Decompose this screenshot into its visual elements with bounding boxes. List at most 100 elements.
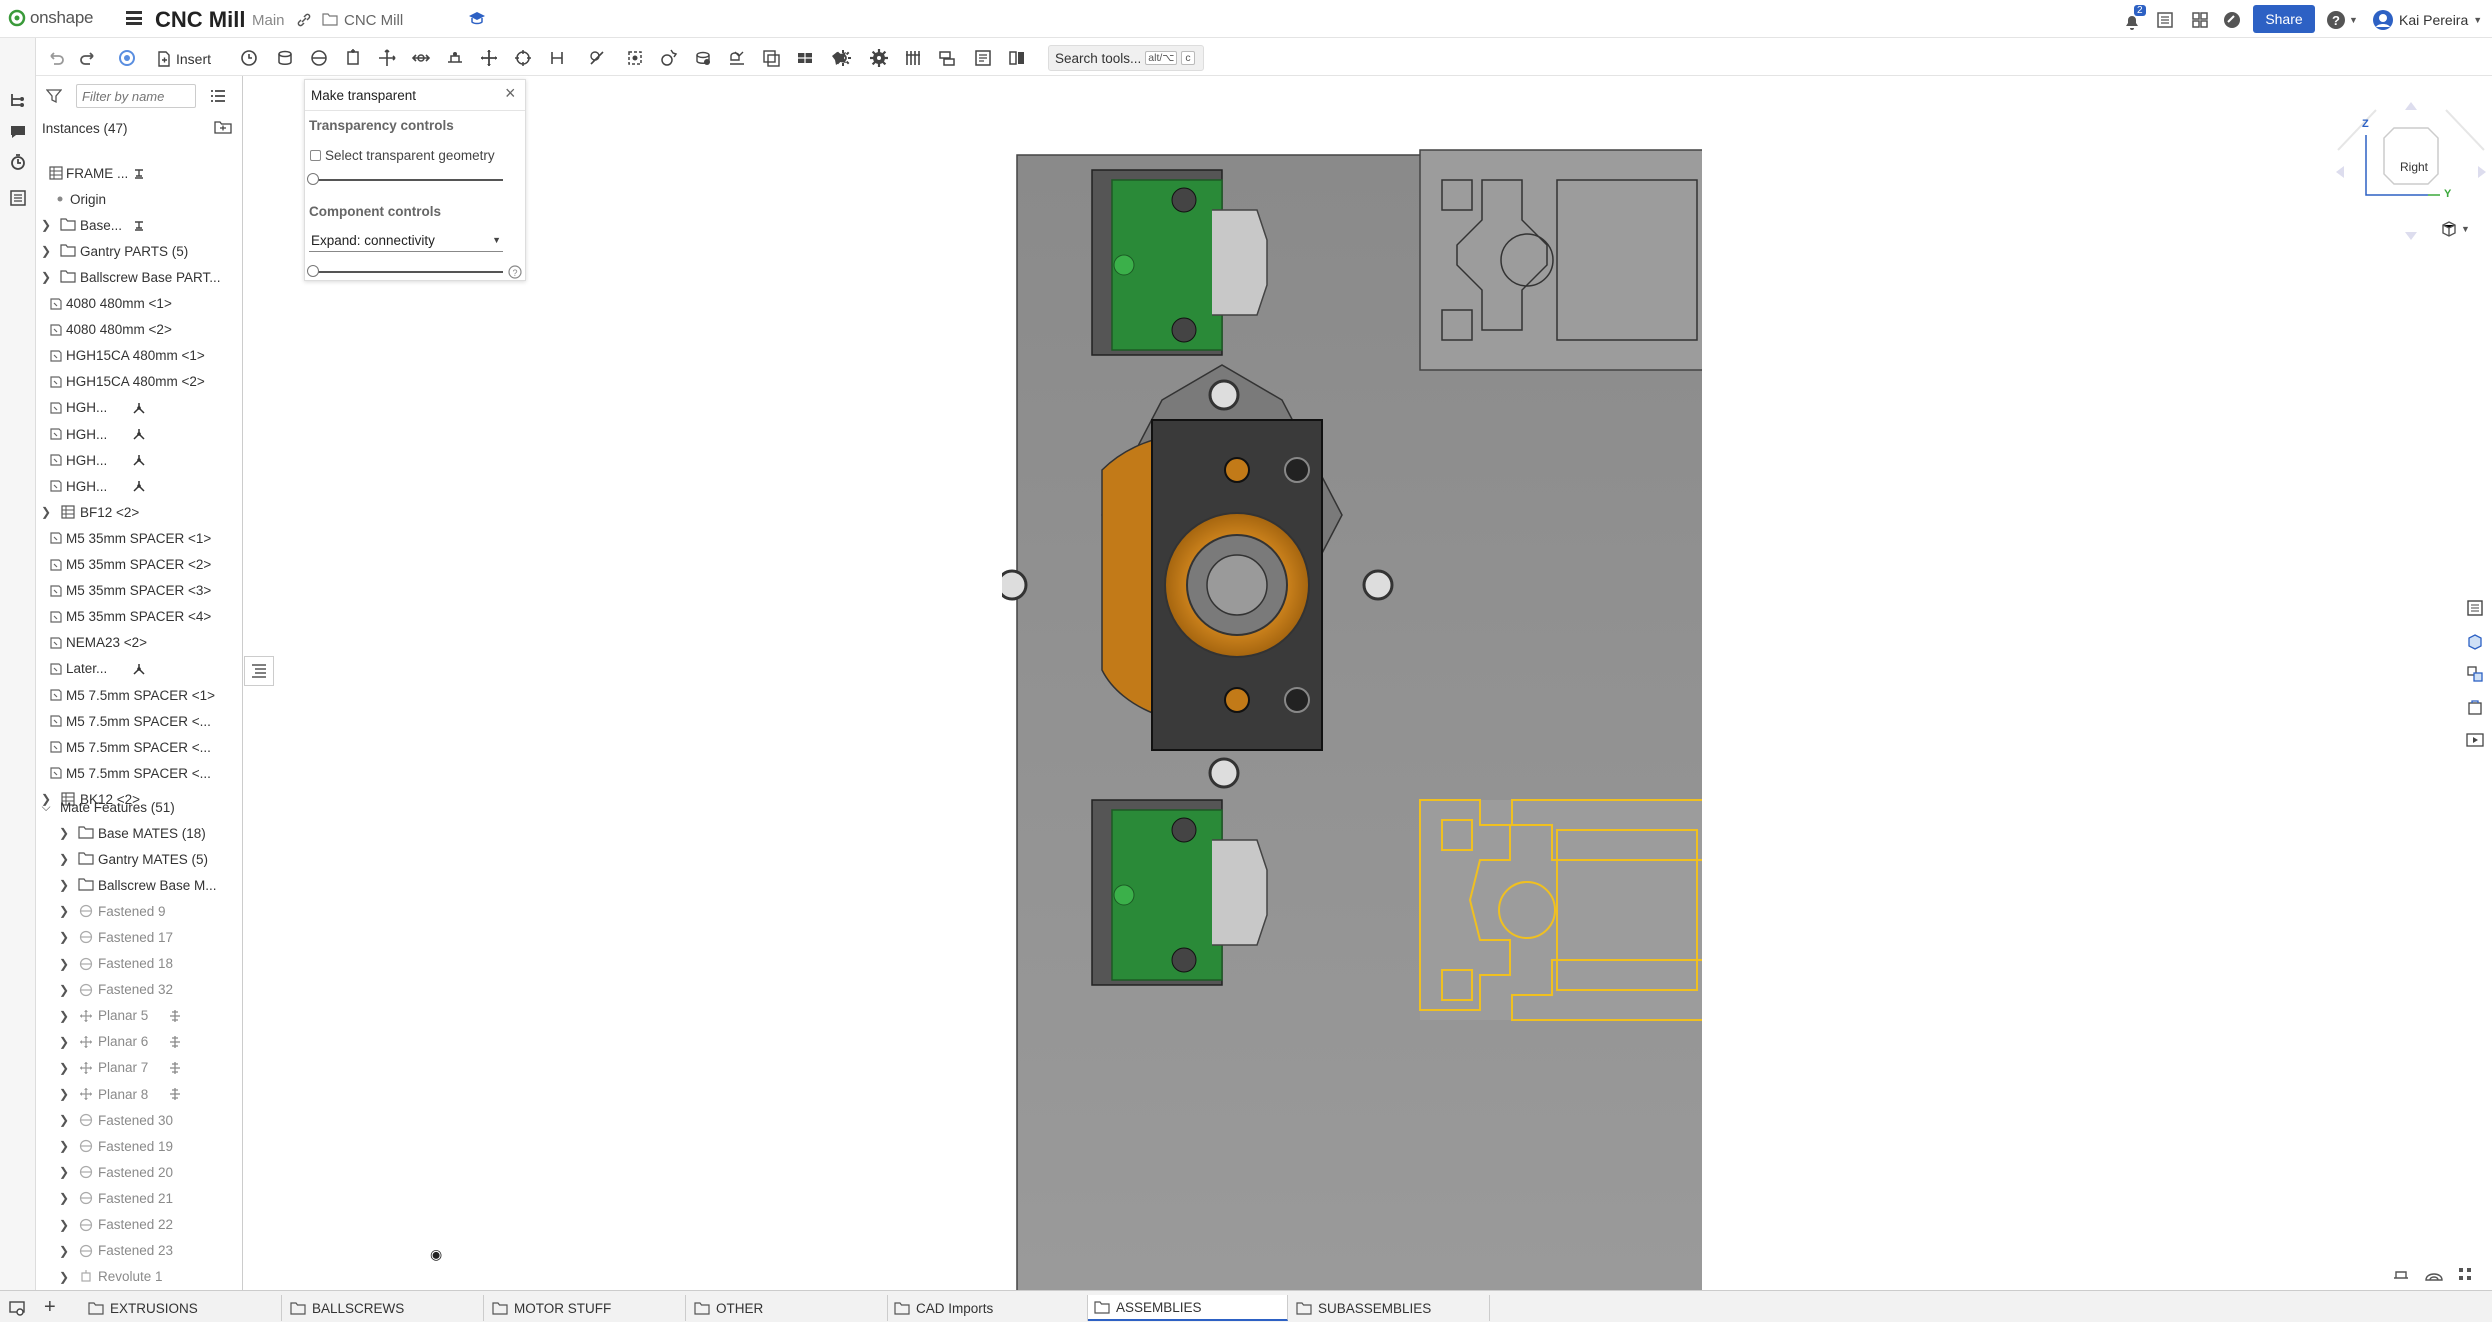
history-toggle[interactable] (6, 150, 30, 174)
feature-list-toggle[interactable] (244, 656, 274, 686)
tree-item[interactable]: HGH... (36, 448, 242, 472)
tree-item[interactable]: M5 7.5mm SPACER <... (36, 735, 242, 759)
mate-item[interactable]: ❯Fastened 32 (36, 978, 242, 1002)
hamburger-menu-icon[interactable] (126, 11, 142, 25)
mate-connector-button[interactable] (622, 46, 648, 70)
linear-relation-button[interactable] (792, 46, 818, 70)
tree-item[interactable]: HGH15CA 480mm <2> (36, 370, 242, 394)
tab-subassemblies[interactable]: SUBASSEMBLIES (1290, 1295, 1490, 1321)
named-views-button[interactable] (1004, 46, 1030, 70)
tree-item[interactable]: 4080 480mm <1> (36, 292, 242, 316)
chevron-right-icon[interactable]: ❯ (58, 1217, 70, 1232)
extrusion-top[interactable] (1419, 149, 1702, 371)
new-folder-icon[interactable] (214, 120, 232, 134)
chevron-right-icon[interactable]: ❯ (40, 244, 52, 259)
linear-block-top[interactable] (1091, 169, 1268, 356)
parallel-mate-button[interactable] (544, 46, 570, 70)
tree-item[interactable]: HGH... (36, 422, 242, 446)
onshape-logo[interactable]: onshape (8, 8, 93, 28)
revolute-mate-button[interactable] (340, 46, 366, 70)
notifications-button[interactable]: 2 (2122, 5, 2146, 32)
help-menu[interactable]: ? ▼ (2326, 10, 2358, 30)
tree-item[interactable]: M5 35mm SPACER <3> (36, 579, 242, 603)
chevron-right-icon[interactable]: ❯ (58, 982, 70, 997)
tab-ballscrews[interactable]: BALLSCREWS (284, 1295, 484, 1321)
chevron-right-icon[interactable]: ❯ (58, 1139, 70, 1154)
bom-button[interactable] (970, 46, 996, 70)
tree-item[interactable]: ❯Ballscrew Base PART... (36, 265, 242, 289)
section-view-icon[interactable] (2392, 1266, 2410, 1282)
chevron-right-icon[interactable]: ❯ (58, 1269, 70, 1284)
tree-item[interactable]: HGH... (36, 396, 242, 420)
tree-item[interactable]: M5 7.5mm SPACER <1> (36, 683, 242, 707)
mate-item[interactable]: ❯Fastened 18 (36, 952, 242, 976)
tab-manager-icon[interactable] (8, 1299, 26, 1317)
slider-mate-button[interactable] (374, 46, 400, 70)
tree-item[interactable]: ❯BK12 <2> (36, 787, 242, 811)
add-tab-button[interactable]: + (44, 1296, 56, 1318)
chevron-right-icon[interactable]: ❯ (58, 956, 70, 971)
replicate-button[interactable] (272, 46, 298, 70)
motion-solo-button[interactable] (866, 46, 892, 70)
chevron-right-icon[interactable]: ❯ (58, 1165, 70, 1180)
folder-breadcrumb[interactable]: CNC Mill (344, 12, 404, 29)
rack-pinion-button[interactable] (724, 46, 750, 70)
bearing-block[interactable] (1002, 364, 1394, 789)
tree-item[interactable]: ❯BF12 <2> (36, 500, 242, 524)
tangent-mate-button[interactable] (584, 46, 610, 70)
tab-extrusions[interactable]: EXTRUSIONS (82, 1295, 282, 1321)
mate-item[interactable]: ❯Planar 5 (36, 1004, 242, 1028)
chevron-right-icon[interactable]: ❯ (40, 505, 52, 520)
planar-mate-button[interactable] (476, 46, 502, 70)
tree-item[interactable]: M5 35mm SPACER <4> (36, 605, 242, 629)
view-cube[interactable]: Right Z Y (2336, 90, 2486, 240)
graphics-viewport[interactable]: Make transparent × Transparency controls… (244, 76, 2492, 1290)
filter-input[interactable] (76, 84, 196, 108)
tree-item[interactable]: M5 7.5mm SPACER <... (36, 761, 242, 785)
tree-item[interactable]: FRAME ... (36, 161, 242, 185)
mate-item[interactable]: ❯Gantry MATES (5) (36, 847, 242, 871)
expand-slider[interactable] (307, 265, 503, 277)
appearance-panel-toggle[interactable] (2463, 630, 2487, 654)
gear-solo-button[interactable] (830, 46, 856, 70)
chevron-down-icon[interactable]: ⌵ (41, 799, 51, 814)
chevron-right-icon[interactable]: ❯ (58, 1087, 70, 1101)
history-button[interactable] (236, 46, 262, 70)
ball-mate-button[interactable] (510, 46, 536, 70)
select-transparent-checkbox[interactable] (310, 150, 321, 161)
chevron-right-icon[interactable]: ❯ (58, 1060, 70, 1075)
insert-button[interactable]: Insert (156, 48, 211, 70)
app-store-icon[interactable] (2190, 10, 2210, 30)
branch-label[interactable]: Main (252, 12, 285, 29)
chevron-right-icon[interactable]: ❯ (58, 826, 70, 840)
chevron-right-icon[interactable]: ❯ (58, 904, 70, 919)
tab-assemblies[interactable]: ASSEMBLIES (1088, 1295, 1288, 1321)
synced-button[interactable] (114, 46, 140, 70)
mate-item[interactable]: ❯Fastened 19 (36, 1134, 242, 1158)
mate-item[interactable]: ❯Base MATES (18) (36, 821, 242, 845)
tree-item[interactable]: ❯Gantry PARTS (5) (36, 239, 242, 263)
mates-toggle[interactable] (6, 88, 30, 112)
chevron-right-icon[interactable]: ❯ (58, 852, 70, 867)
chevron-right-icon[interactable]: ❯ (58, 930, 70, 945)
filter-icon[interactable] (46, 88, 62, 104)
expand-slider-handle[interactable] (307, 265, 319, 277)
document-title[interactable]: CNC Mill (155, 7, 246, 32)
chevron-right-icon[interactable]: ❯ (58, 1243, 70, 1258)
search-tools-button[interactable]: Search tools... alt/⌥ c (1048, 45, 1204, 71)
chevron-right-icon[interactable]: ❯ (58, 1113, 70, 1128)
tree-item[interactable]: HGH15CA 480mm <1> (36, 344, 242, 368)
chevron-right-icon[interactable]: ❯ (40, 270, 52, 285)
gear-relation-button[interactable] (690, 46, 716, 70)
tab-cad-imports[interactable]: CAD Imports (888, 1295, 1088, 1321)
mate-item[interactable]: ❯Fastened 20 (36, 1160, 242, 1184)
tree-item[interactable]: Origin (36, 187, 242, 211)
tree-item[interactable]: Later... (36, 657, 242, 681)
cylindrical-mate-button[interactable] (408, 46, 434, 70)
mate-item[interactable]: ❯Fastened 17 (36, 925, 242, 949)
configure-solo-button[interactable] (934, 46, 960, 70)
mate-item[interactable]: ❯Fastened 22 (36, 1213, 242, 1237)
tree-item[interactable]: M5 7.5mm SPACER <... (36, 709, 242, 733)
explode-view-icon[interactable] (2456, 1265, 2474, 1283)
linear-block-bottom[interactable] (1091, 799, 1268, 986)
